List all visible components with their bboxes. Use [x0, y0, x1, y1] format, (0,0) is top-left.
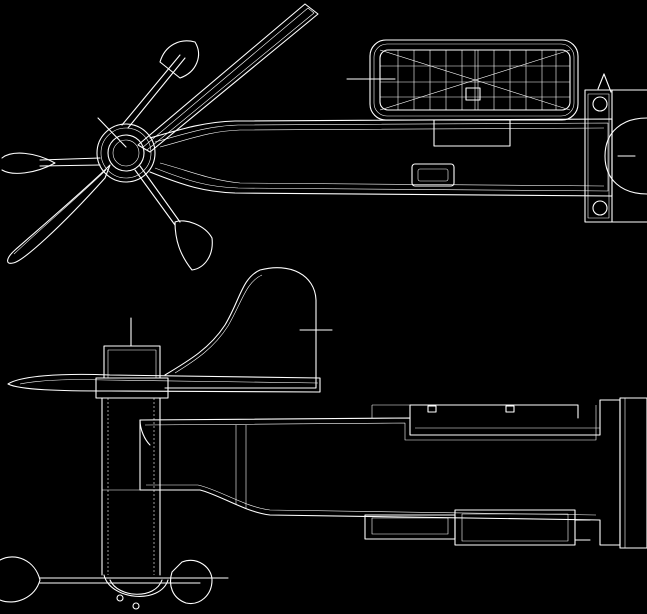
top-view-mount-bracket — [584, 73, 647, 223]
top-view-anemometer — [1, 40, 213, 271]
top-view-sensor-housing — [346, 39, 579, 121]
side-view-vane-tail — [164, 267, 333, 389]
top-view-vane-nose — [7, 164, 111, 264]
side-view-anemometer — [0, 556, 229, 610]
top-view-hub — [96, 117, 156, 183]
side-view-mast — [101, 397, 161, 576]
side-view — [0, 267, 647, 610]
top-view — [1, 3, 647, 271]
side-view-hub-cap — [95, 317, 169, 399]
side-view-vane-arm — [7, 373, 321, 393]
top-view-clamp-block — [433, 119, 511, 147]
side-view-electronics — [364, 509, 591, 546]
top-view-vane-tail — [137, 3, 319, 153]
top-view-arm — [149, 118, 613, 197]
top-view-latch — [411, 163, 455, 187]
side-view-body — [139, 399, 621, 546]
side-view-mount-plate — [619, 397, 647, 549]
